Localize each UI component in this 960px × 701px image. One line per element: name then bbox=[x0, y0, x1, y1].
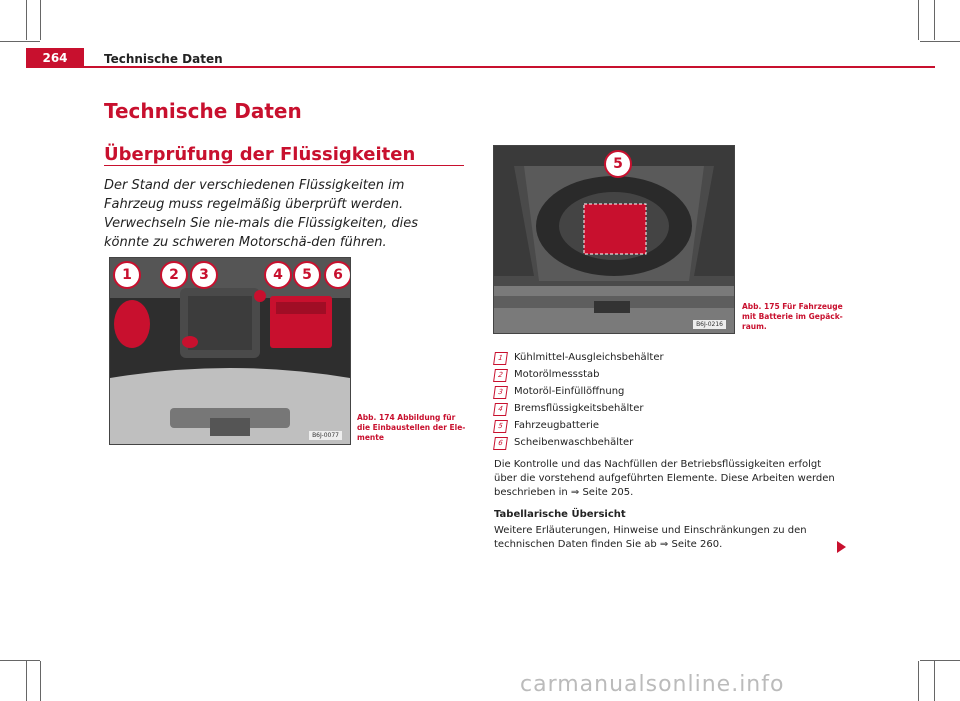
legend-label: Scheibenwaschbehälter bbox=[514, 437, 634, 448]
crop-mark bbox=[0, 41, 40, 42]
engine-bay-figure: 1 2 3 4 5 6 B6J-0077 bbox=[109, 257, 351, 445]
legend-label: Bremsflüssigkeitsbehälter bbox=[514, 403, 644, 414]
watermark: carmanualsonline.info bbox=[520, 672, 785, 697]
legend-number: 3 bbox=[493, 386, 508, 399]
crop-mark bbox=[26, 0, 27, 40]
figure-174-caption: Abb. 174 Abbildung für die Einbaustellen… bbox=[357, 413, 466, 442]
crop-mark bbox=[40, 661, 41, 701]
crop-mark bbox=[918, 0, 919, 40]
trunk-figure: 5 B6J-0216 bbox=[493, 145, 735, 334]
header-rule bbox=[84, 66, 935, 68]
crop-mark bbox=[26, 661, 27, 701]
intro-text: Der Stand der verschiedenen Flüssigkeite… bbox=[104, 178, 419, 250]
legend-number: 4 bbox=[493, 403, 508, 416]
marker-4: 4 bbox=[264, 261, 292, 289]
crop-mark bbox=[934, 0, 935, 40]
legend-label: Kühlmittel-Ausgleichsbehälter bbox=[514, 352, 664, 363]
page-title: Technische Daten bbox=[104, 99, 302, 123]
marker-5: 5 bbox=[604, 150, 632, 178]
figure-code: B6J-0216 bbox=[693, 320, 726, 329]
crop-mark bbox=[920, 660, 960, 661]
subheading: Tabellarische Übersicht bbox=[494, 509, 626, 520]
body-paragraph-2: Weitere Erläuterungen, Hinweise und Eins… bbox=[494, 525, 807, 550]
page-number: 264 bbox=[26, 48, 84, 68]
section-title: Überprüfung der Flüssigkeiten bbox=[104, 144, 416, 165]
marker-2: 2 bbox=[160, 261, 188, 289]
engine-bay-illustration bbox=[110, 258, 350, 444]
marker-1: 1 bbox=[113, 261, 141, 289]
crop-mark bbox=[40, 0, 41, 40]
crop-mark bbox=[918, 661, 919, 701]
running-title: Technische Daten bbox=[104, 52, 223, 66]
marker-3: 3 bbox=[190, 261, 218, 289]
legend-number: 2 bbox=[493, 369, 508, 382]
legend-label: Motoröl-Einfüllöffnung bbox=[514, 386, 625, 397]
marker-5: 5 bbox=[293, 261, 321, 289]
legend-number: 1 bbox=[493, 352, 508, 365]
legend-number: 6 bbox=[493, 437, 508, 450]
figure-175-caption: Abb. 175 Für Fahrzeuge mit Batterie im G… bbox=[742, 302, 843, 331]
figure-code: B6J-0077 bbox=[309, 431, 342, 440]
continue-arrow-icon bbox=[837, 541, 846, 553]
legend-number: 5 bbox=[493, 420, 508, 433]
legend-label: Motorölmessstab bbox=[514, 369, 600, 380]
crop-mark bbox=[934, 661, 935, 701]
crop-mark bbox=[920, 41, 960, 42]
crop-mark bbox=[0, 660, 40, 661]
section-rule bbox=[104, 165, 464, 166]
marker-6: 6 bbox=[324, 261, 350, 289]
body-paragraph: Die Kontrolle und das Nachfüllen der Bet… bbox=[494, 459, 835, 498]
legend-label: Fahrzeugbatterie bbox=[514, 420, 600, 431]
